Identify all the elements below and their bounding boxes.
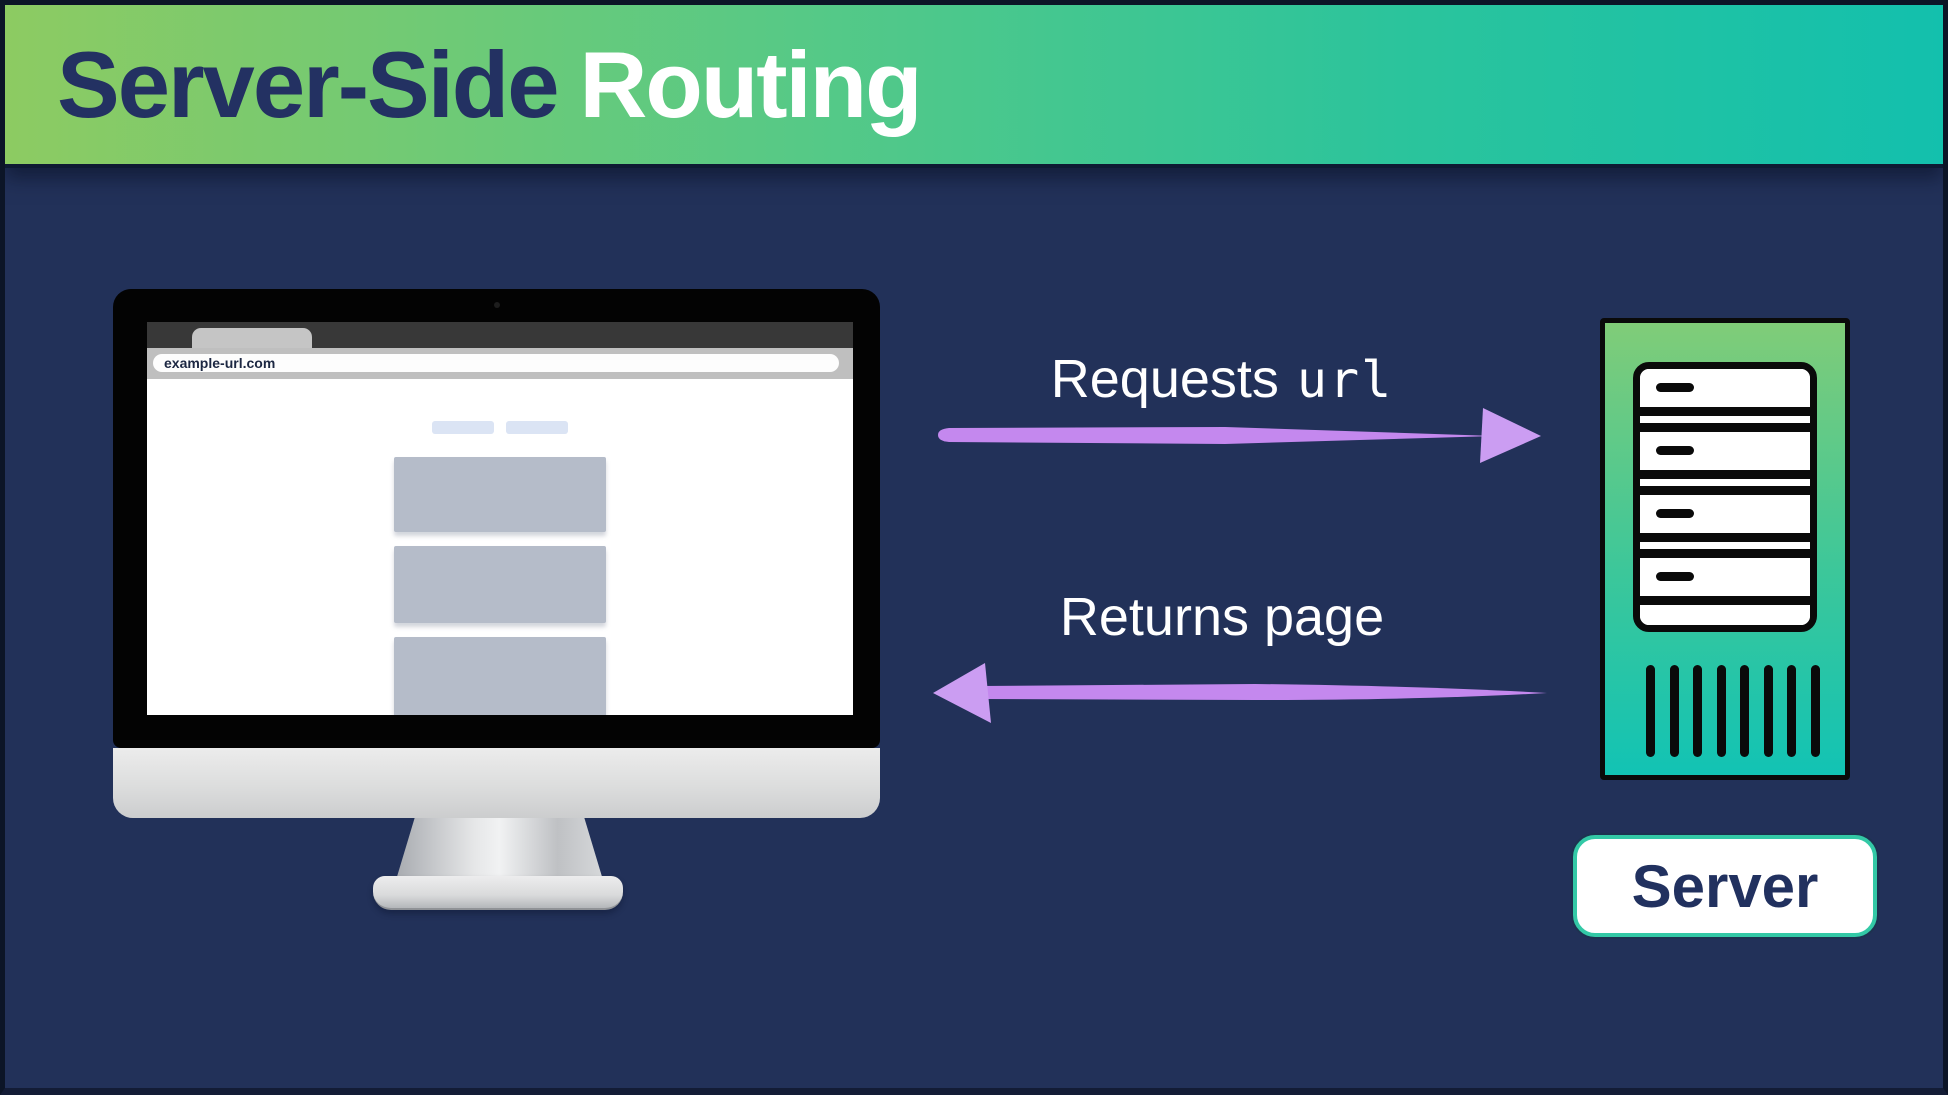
rack-separator	[1640, 596, 1810, 605]
response-arrow-icon	[933, 663, 1547, 723]
browser-tabstrip	[147, 322, 853, 348]
request-arrow-head	[1480, 408, 1541, 463]
monitor-chin	[113, 748, 880, 818]
server-vents	[1646, 665, 1820, 757]
monitor-stand-neck	[396, 818, 603, 880]
request-arrow-icon	[938, 408, 1541, 463]
rack-separator	[1640, 486, 1810, 495]
request-label: Requests url	[1051, 348, 1393, 410]
server-caption-badge: Server	[1573, 835, 1877, 937]
request-arrow-tail	[938, 427, 1495, 444]
response-arrow-tail	[981, 684, 1547, 700]
rack-unit-dash	[1656, 572, 1694, 581]
response-label: Returns page	[1060, 586, 1384, 648]
rack-unit	[1640, 495, 1810, 533]
vent-slat	[1716, 665, 1726, 757]
server-caption-text: Server	[1631, 852, 1819, 920]
rack-unit-dash	[1656, 383, 1694, 392]
webpage-wireframe	[147, 379, 853, 715]
desktop-monitor-illustration: example-url.com	[113, 289, 880, 919]
response-label-text: Returns page	[1059, 587, 1385, 647]
rack-separator-gap	[1640, 416, 1810, 423]
page-title-secondary: Routing	[579, 31, 923, 137]
rack-unit	[1640, 558, 1810, 596]
vent-slat	[1693, 665, 1703, 757]
content-block	[394, 637, 606, 715]
monitor-bezel: example-url.com	[113, 289, 880, 748]
rack-separator	[1640, 549, 1810, 558]
content-block	[394, 546, 606, 623]
server-rack	[1633, 362, 1817, 632]
rack-unit	[1640, 369, 1810, 407]
monitor-camera-dot	[494, 302, 500, 308]
monitor-stand-base	[373, 876, 623, 910]
rack-separator	[1640, 533, 1810, 542]
nav-pill-row	[432, 421, 568, 434]
vent-slat	[1763, 665, 1773, 757]
rack-unit-dash	[1656, 509, 1694, 518]
rack-separator	[1640, 470, 1810, 479]
request-label-code: url	[1296, 351, 1394, 409]
url-bar: example-url.com	[153, 354, 839, 372]
nav-pill	[506, 421, 568, 434]
rack-separator-gap	[1640, 542, 1810, 549]
rack-separator	[1640, 423, 1810, 432]
url-text: example-url.com	[164, 355, 276, 371]
vent-slat	[1646, 665, 1655, 757]
vent-slat	[1669, 665, 1679, 757]
content-block	[394, 457, 606, 532]
browser-window: example-url.com	[147, 322, 853, 715]
rack-unit-dash	[1656, 446, 1694, 455]
response-arrow-head	[933, 663, 991, 723]
rack-separator-gap	[1640, 479, 1810, 486]
vent-slat	[1810, 665, 1820, 757]
rack-separator	[1640, 407, 1810, 416]
nav-pill	[432, 421, 494, 434]
browser-tab	[192, 328, 312, 348]
vent-slat	[1740, 665, 1750, 757]
vent-slat	[1787, 665, 1797, 757]
rack-footer	[1640, 605, 1810, 625]
page-title-primary: Server-Side	[57, 31, 560, 137]
rack-unit	[1640, 432, 1810, 470]
browser-toolbar: example-url.com	[147, 348, 853, 379]
server-illustration	[1600, 318, 1850, 780]
request-label-text: Requests	[1050, 349, 1279, 409]
